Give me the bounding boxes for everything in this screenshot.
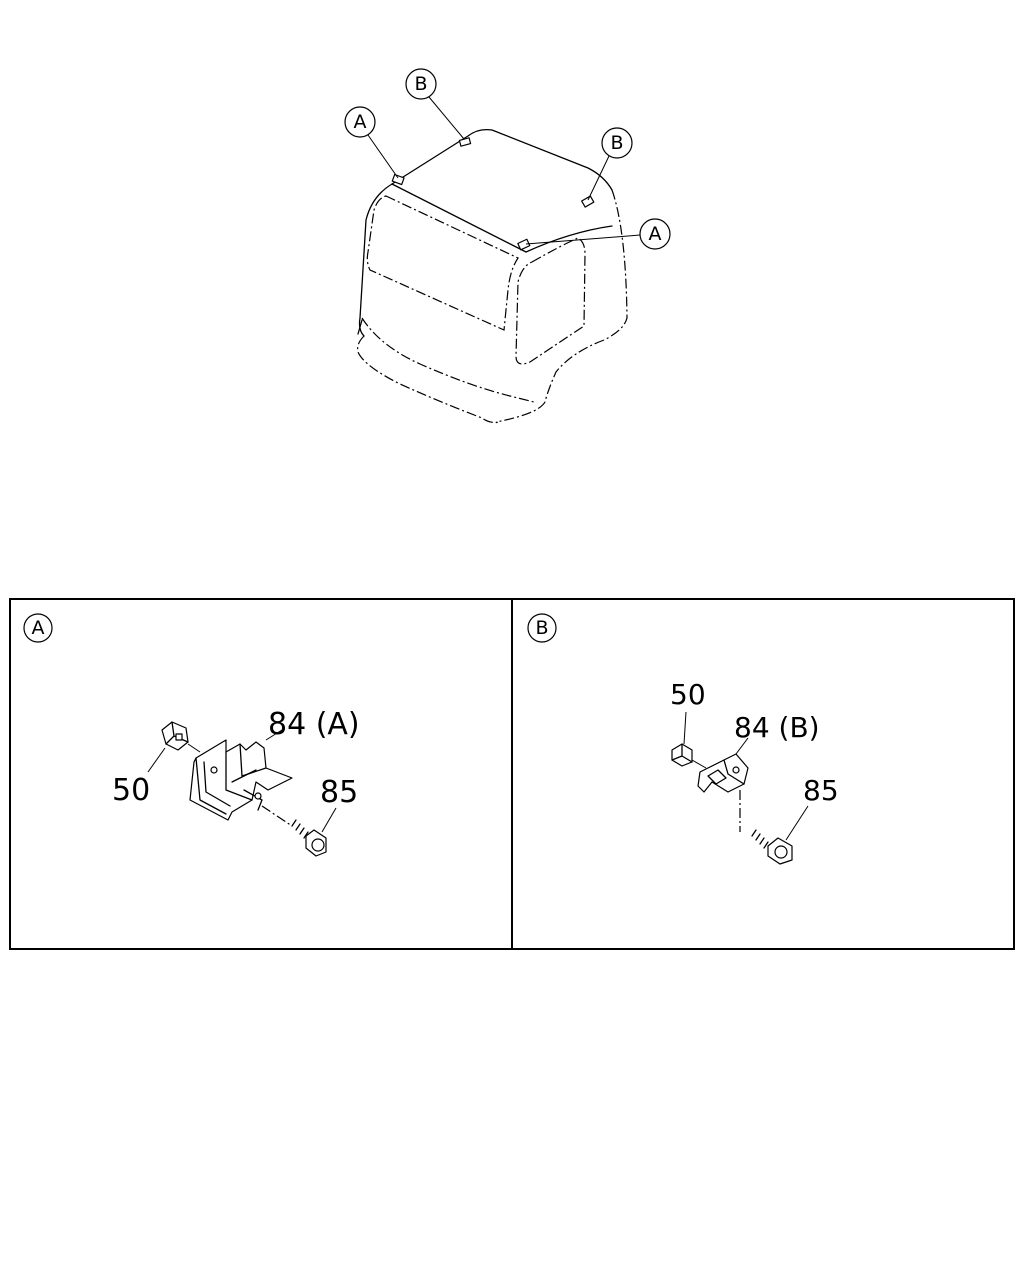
detail-a-clip: [161, 721, 189, 751]
detail-a-bracket: [189, 739, 293, 821]
detail-b-label-screw: 85: [803, 774, 839, 807]
detail-b-label-bracket: 84 (B): [734, 711, 820, 744]
detail-a-label-screw: 85: [320, 775, 358, 810]
detail-a-label-84-leader: [265, 729, 283, 741]
detail-a-marker: A: [23, 613, 53, 643]
detail-a-label-50-leader: [147, 747, 166, 773]
detail-b-marker-letter: B: [535, 617, 548, 639]
detail-b-clip-leader: [691, 759, 707, 769]
callout-b-right-letter: B: [610, 132, 623, 154]
detail-b-label-clip: 50: [670, 678, 706, 711]
detail-b-bracket: [697, 753, 749, 793]
detail-a-label-bracket: 84 (A): [268, 707, 360, 742]
callout-a-right-letter: A: [649, 223, 662, 245]
callout-b-top-letter: B: [414, 73, 427, 95]
callout-a-right: A: [525, 218, 671, 250]
detail-b-label-85-leader: [785, 805, 809, 841]
callout-b-right: B: [587, 127, 633, 201]
detail-b-panel: B 50 84 (B) 85: [527, 613, 839, 865]
vehicle-rear-body: [357, 128, 628, 424]
detail-b-clip: [671, 743, 693, 767]
detail-a-panel: A 50 8: [23, 613, 360, 857]
callout-a-left: A: [344, 106, 399, 179]
detail-b-label-50-leader: [683, 711, 687, 745]
detail-a-marker-letter: A: [32, 617, 45, 639]
callout-a-left-letter: A: [354, 111, 367, 133]
callout-b-top: B: [405, 68, 465, 140]
detail-a-screw: [261, 805, 327, 857]
detail-a-label-clip: 50: [112, 773, 150, 808]
detail-a-clip-leader: [187, 743, 201, 753]
detail-b-screw: [739, 790, 793, 865]
detail-a-label-85-leader: [321, 807, 337, 833]
detail-b-label-84-leader: [735, 737, 749, 755]
detail-b-marker: B: [527, 613, 557, 643]
